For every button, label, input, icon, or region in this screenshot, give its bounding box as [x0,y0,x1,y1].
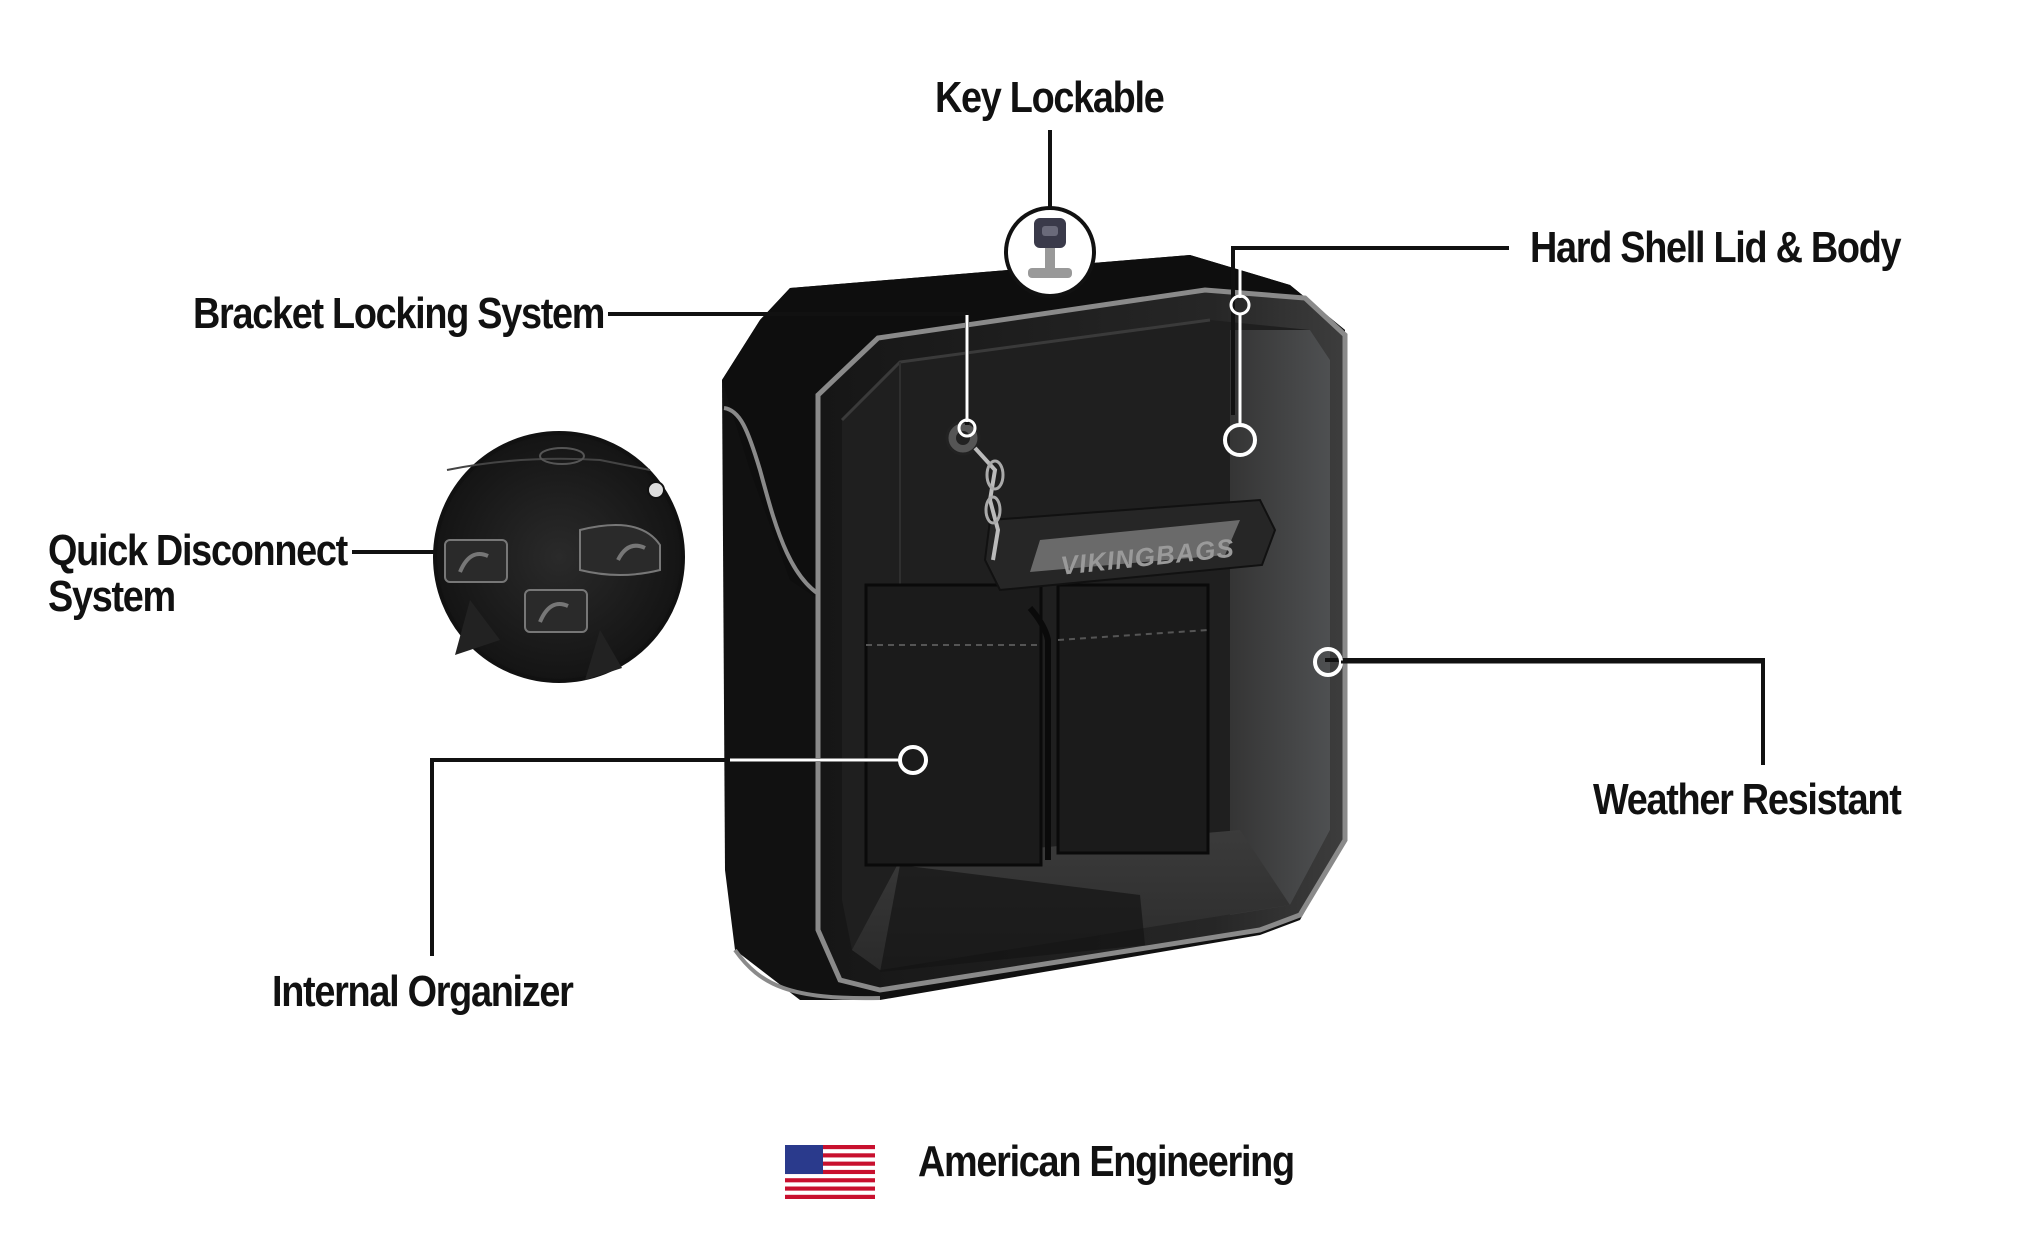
us-flag-icon [785,1145,875,1199]
internal-organizer-pockets [864,583,1210,867]
key-icon [1004,206,1096,298]
quick-disconnect-detail [433,431,685,683]
hard-shell-label: Hard Shell Lid & Body [1530,223,1902,272]
quick-disconnect-label: Quick Disconnect System [48,526,348,621]
lid-lock-icon [945,420,1005,561]
bracket-locking-label: Bracket Locking System [193,289,605,338]
quick-disconnect-line-2: System [48,572,176,621]
weather-resistant-label: Weather Resistant [1593,775,1902,824]
american-engineering-label: American Engineering [918,1137,1295,1186]
quick-disconnect-line-1: Quick Disconnect [48,526,348,575]
key-lockable-label: Key Lockable [935,73,1165,122]
brand-badge [983,498,1277,592]
internal-organizer-label: Internal Organizer [272,967,574,1016]
callout-lines-inner [730,250,1763,762]
